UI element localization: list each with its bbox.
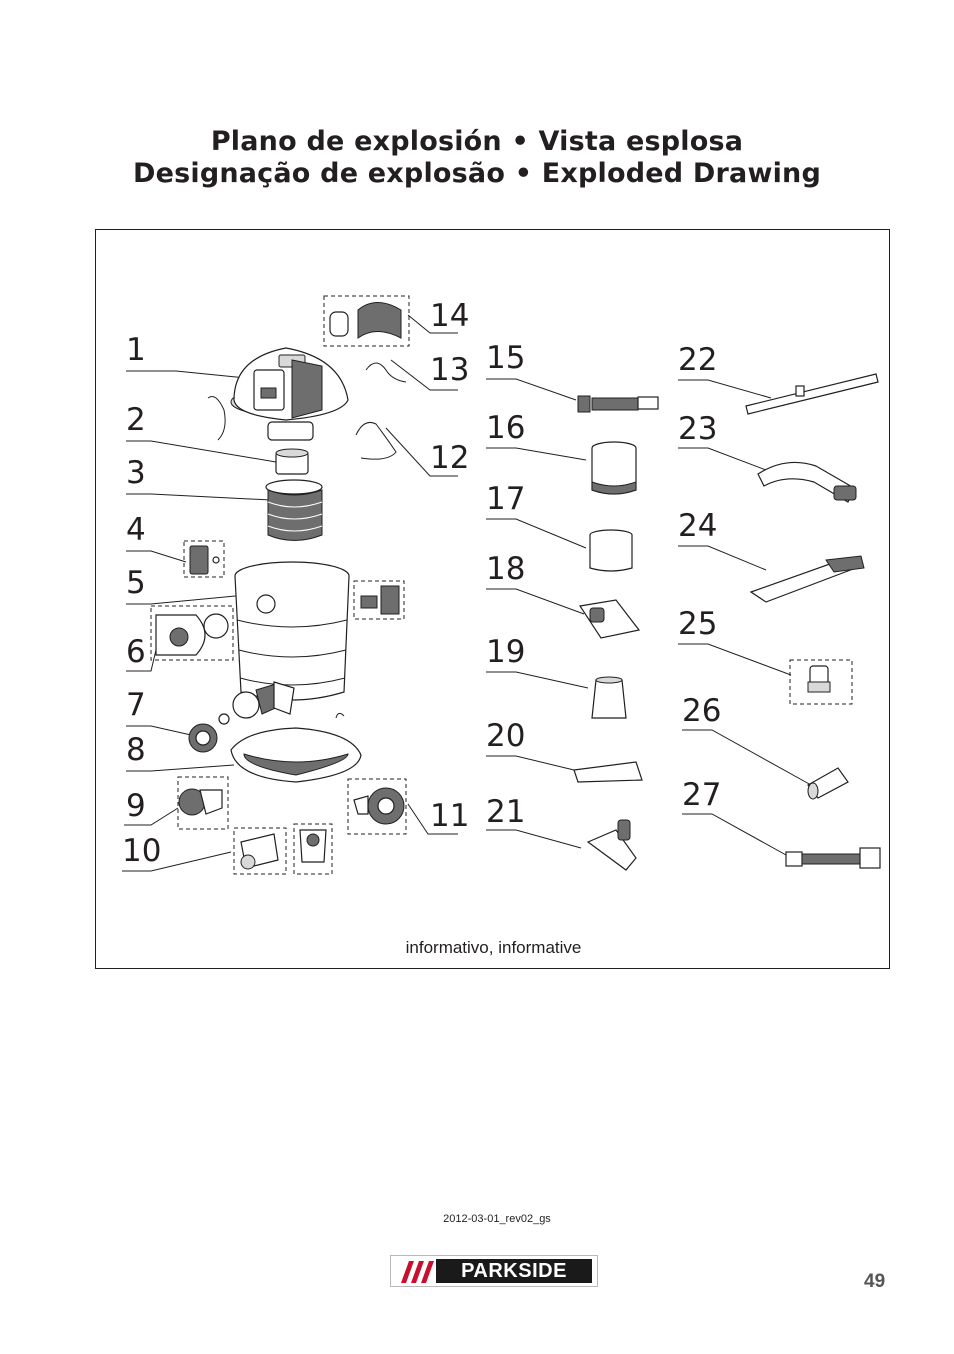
part-number-10: 10 (122, 833, 161, 869)
part-number-14: 14 (430, 298, 469, 334)
part-9-caster (177, 776, 229, 830)
part-number-5: 5 (126, 565, 146, 601)
part-number-27: 27 (682, 777, 721, 813)
part-27-suction-hose (785, 847, 881, 869)
revision-code: 2012-03-01_rev02_gs (443, 1213, 551, 1225)
part-10-wheels (233, 823, 333, 875)
part-number-15: 15 (486, 340, 525, 376)
part-8-base (230, 712, 362, 783)
page-title-line-1: Plano de explosión • Vista esplosa (210, 126, 744, 157)
leader-lines (122, 314, 812, 872)
part-15-hose (577, 395, 659, 413)
part-5-tank (234, 561, 405, 701)
part-number-22: 22 (678, 342, 717, 378)
part-number-13: 13 (430, 352, 469, 388)
part-number-11: 11 (430, 798, 469, 834)
part-number-2: 2 (126, 402, 146, 438)
drawing-caption: informativo, informative (405, 938, 582, 957)
exploded-drawing-frame: 1 2 3 4 5 6 7 8 9 10 11 12 13 14 15 16 1… (95, 229, 890, 969)
page-title-line-2: Designação de explosão • Exploded Drawin… (132, 158, 822, 189)
brand-name: PARKSIDE (436, 1259, 592, 1283)
part-20-crevice-tool (573, 761, 643, 783)
part-2-filter (275, 448, 309, 475)
part-number-4: 4 (126, 512, 146, 548)
part-number-3: 3 (126, 455, 146, 491)
part-number-8: 8 (126, 732, 146, 768)
part-18-floor-nozzle (578, 599, 641, 639)
part-number-20: 20 (486, 718, 525, 754)
part-number-12: 12 (430, 440, 469, 476)
part-number-19: 19 (486, 634, 525, 670)
part-number-23: 23 (678, 411, 717, 447)
part-25-filter-bag (789, 659, 853, 705)
part-7-hose-connector (188, 681, 295, 753)
part-21-upholstery-nozzle (586, 819, 637, 871)
part-22-extension-tube (745, 373, 879, 415)
part-16-cartridge-filter (591, 441, 637, 495)
part-3-filter-basket (265, 479, 323, 541)
part-14-hose-holder (323, 295, 410, 347)
part-24-floor-tool (749, 555, 865, 603)
part-4-switch (183, 540, 225, 578)
part-number-24: 24 (678, 508, 717, 544)
part-number-1: 1 (126, 332, 146, 368)
parkside-logo: PARKSIDE (390, 1255, 598, 1287)
part-6-side-cover (150, 605, 234, 661)
exploded-drawing: 1 2 3 4 5 6 7 8 9 10 11 12 13 14 15 16 1… (122, 295, 881, 875)
part-number-16: 16 (486, 410, 525, 446)
part-number-21: 21 (486, 794, 525, 830)
part-19-adapter (591, 676, 627, 719)
part-11-rear-wheel (347, 778, 407, 835)
part-number-6: 6 (126, 634, 146, 670)
part-1-motor-head (207, 347, 407, 460)
part-23-handle (757, 461, 857, 503)
logo-slashes-icon (401, 1261, 434, 1283)
part-number-25: 25 (678, 606, 717, 642)
part-17-foam-filter (589, 529, 633, 572)
part-number-26: 26 (682, 693, 721, 729)
page-number: 49 (864, 1271, 886, 1292)
part-number-18: 18 (486, 551, 525, 587)
part-number-17: 17 (486, 481, 525, 517)
part-26-reducer (807, 767, 849, 800)
part-number-9: 9 (126, 788, 146, 824)
part-number-7: 7 (126, 687, 146, 723)
